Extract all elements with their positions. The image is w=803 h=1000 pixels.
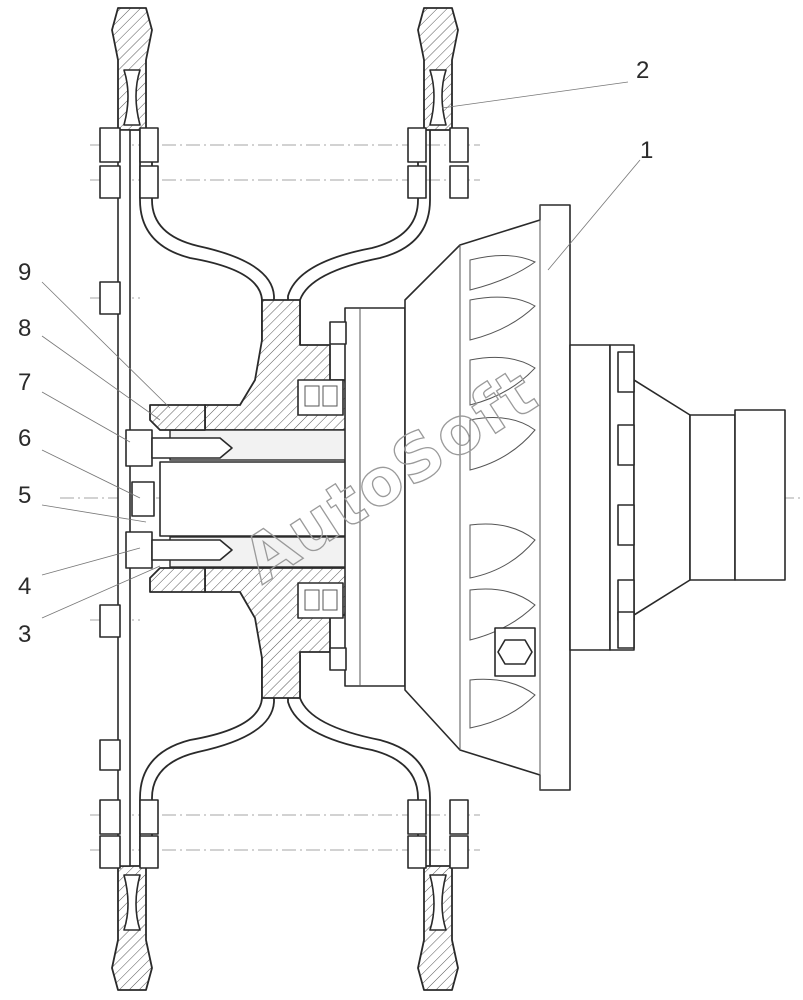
- leader-lines: [41, 81, 641, 619]
- callout-2: 2: [636, 57, 649, 84]
- right-sprocket-disc: [417, 7, 459, 991]
- bolts: [99, 127, 469, 869]
- left-sprocket-disc: [111, 7, 153, 991]
- callout-8: 8: [18, 315, 31, 342]
- callout-4: 4: [18, 573, 31, 600]
- seal-assembly: [297, 379, 344, 619]
- callout-1: 1: [640, 137, 653, 164]
- callout-9: 9: [18, 259, 31, 286]
- gear-housing: [404, 204, 786, 791]
- callout-6: 6: [18, 425, 31, 452]
- callout-labels: 1 2 3 4 5 6 7 8 9: [18, 57, 653, 648]
- callout-7: 7: [18, 369, 31, 396]
- callout-3: 3: [18, 621, 31, 648]
- callout-5: 5: [18, 482, 31, 509]
